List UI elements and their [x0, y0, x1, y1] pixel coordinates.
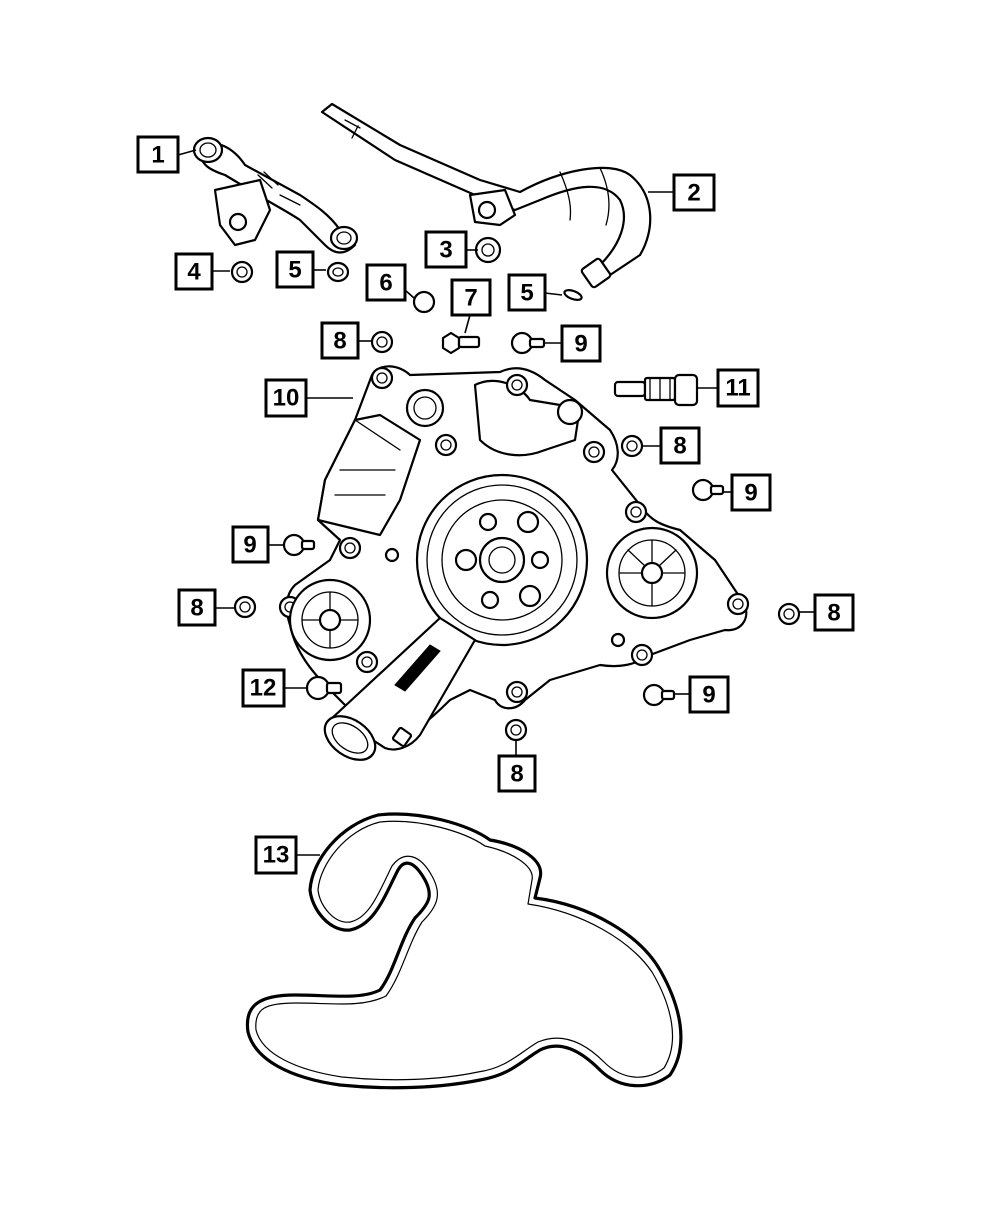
callout-label: 1 [151, 142, 164, 169]
callout-label: 8 [333, 328, 346, 355]
part-6-washer [412, 290, 436, 314]
part-9-bolt-a [510, 331, 546, 355]
part-9-bolt-d [642, 683, 676, 707]
callout-label: 4 [187, 259, 201, 286]
callout-label: 9 [702, 682, 715, 709]
callout-label: 9 [744, 480, 757, 507]
callout-label: 8 [827, 600, 840, 627]
callout-12: 12 [241, 668, 286, 708]
part-12-bolt [305, 675, 343, 701]
callout-13: 13 [254, 835, 298, 875]
callout-8-bottom: 8 [497, 754, 537, 793]
callout-label: 5 [288, 257, 301, 284]
callout-label: 8 [510, 761, 523, 788]
part-5-o-ring-left [326, 261, 350, 283]
callout-5-right: 5 [507, 273, 547, 312]
callout-label: 10 [273, 385, 300, 412]
callout-5-left: 5 [275, 250, 315, 289]
callout-9-left: 9 [231, 525, 270, 564]
callout-label: 12 [250, 675, 277, 702]
callout-6: 6 [365, 263, 407, 302]
callout-label: 5 [520, 280, 533, 307]
callout-7: 7 [450, 278, 492, 317]
callout-label: 2 [687, 180, 700, 207]
part-8-plug-e [504, 718, 528, 742]
part-4-seal [230, 260, 254, 284]
part-9-bolt-b [691, 478, 725, 502]
callout-label: 13 [263, 842, 290, 869]
callout-4: 4 [174, 252, 214, 291]
part-3-nut [474, 236, 502, 264]
callout-10: 10 [264, 378, 308, 418]
part-11-temperature-sensor [613, 373, 699, 407]
callout-label: 11 [725, 375, 750, 402]
part-13-gasket [245, 812, 683, 1090]
part-5-o-ring-right [563, 289, 583, 301]
callout-9-right-lower: 9 [688, 675, 730, 714]
callout-label: 8 [190, 595, 203, 622]
part-8-plug-b [620, 434, 644, 458]
part-1-bypass-tube [192, 136, 359, 254]
callout-label: 7 [464, 285, 477, 312]
callout-label: 6 [379, 270, 392, 297]
callout-label: 8 [673, 433, 686, 460]
callout-label: 9 [574, 331, 587, 358]
callout-label: 3 [439, 237, 452, 264]
callout-2: 2 [672, 173, 716, 212]
part-8-plug-a [370, 330, 394, 354]
callout-8-right-upper: 8 [659, 426, 701, 465]
callout-1: 1 [136, 135, 180, 174]
part-9-bolt-c [282, 533, 316, 557]
callout-3: 3 [424, 230, 468, 269]
callout-8-top: 8 [320, 321, 360, 360]
callout-8-left: 8 [177, 588, 217, 627]
part-8-plug-c [233, 595, 257, 619]
callout-9-top: 9 [560, 324, 602, 363]
callout-9-right-upper: 9 [730, 473, 772, 512]
part-2-heater-tube [320, 102, 652, 289]
callout-11: 11 [716, 368, 760, 408]
leader-lines [177, 149, 815, 856]
part-10-water-pump [278, 365, 750, 761]
part-7-stud [441, 331, 481, 355]
callout-8-right: 8 [813, 593, 855, 632]
callout-label: 9 [243, 532, 256, 559]
part-8-plug-d [777, 602, 801, 626]
